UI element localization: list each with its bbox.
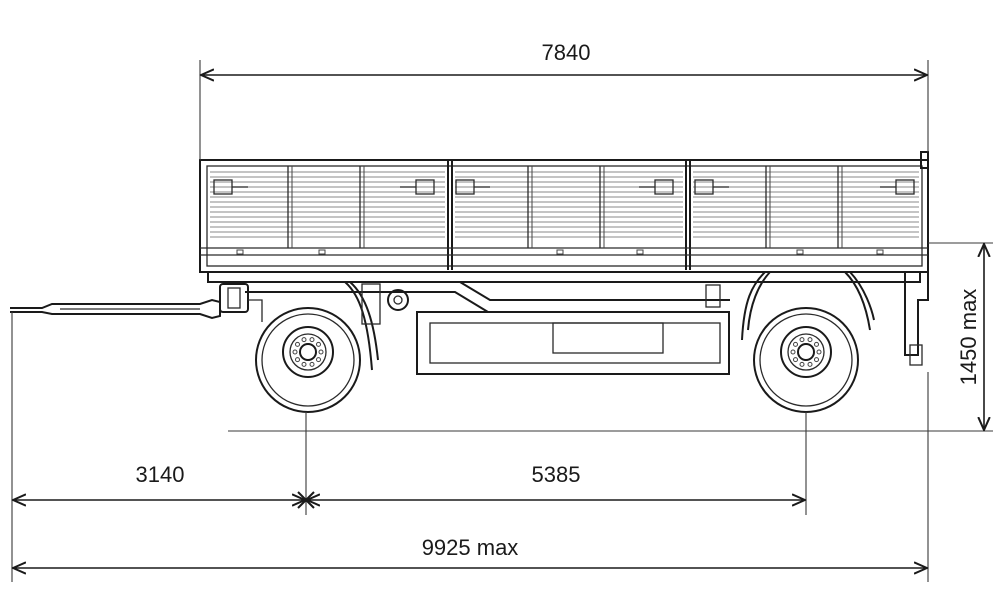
dimension-overall-height: 1450 max [956, 244, 984, 430]
dimension-overall-length: 9925 max [13, 535, 927, 568]
dimension-label-9925: 9925 max [422, 535, 519, 560]
mudguards [344, 271, 875, 371]
rear-wheel [753, 307, 859, 413]
dimension-label-3140: 3140 [136, 462, 185, 487]
dimension-overall-body-length: 7840 [201, 40, 927, 75]
cargo-body [199, 151, 929, 273]
dimension-label-1450: 1450 max [956, 289, 981, 386]
wheel-studs [790, 337, 822, 367]
side-latches [213, 179, 915, 195]
drawbar-assembly [10, 283, 263, 322]
side-board-slats [210, 171, 919, 238]
front-wheel [255, 307, 361, 413]
wheel-studs [292, 337, 324, 367]
chassis-frame [207, 271, 929, 375]
dimension-wheelbase: 5385 [307, 462, 805, 500]
dimension-label-5385: 5385 [532, 462, 581, 487]
dimension-label-7840: 7840 [542, 40, 591, 65]
axle-marker-cross [297, 491, 315, 509]
extension-lines [11, 60, 993, 582]
dimension-drawbar-to-axle: 3140 [13, 462, 305, 500]
side-board-posts [236, 166, 884, 255]
